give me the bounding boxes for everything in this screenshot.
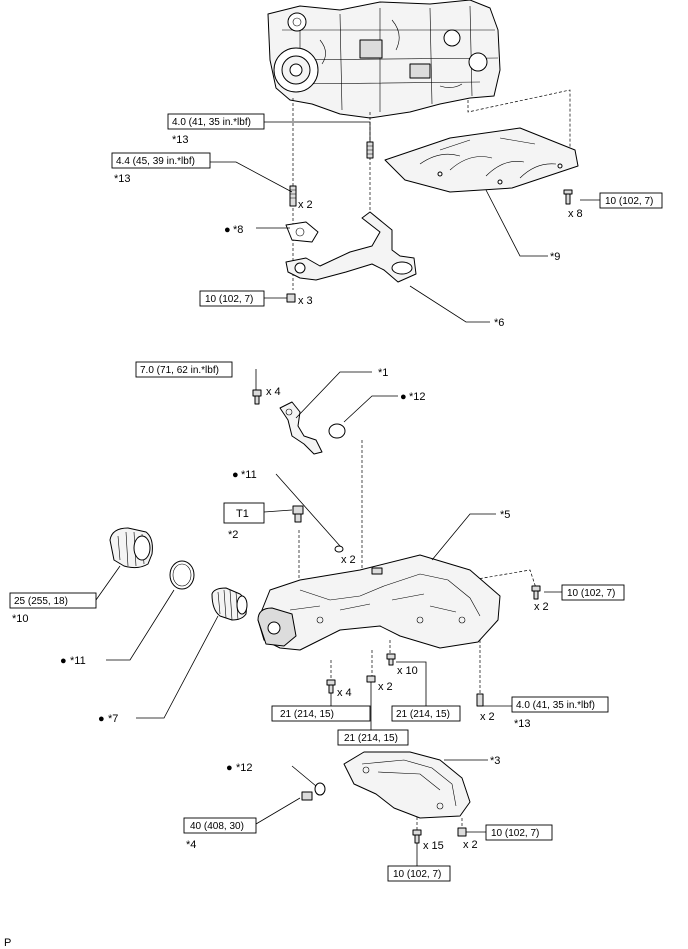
callout-8: *8: [233, 224, 243, 236]
torque-box-strainer-nut: 10 (102, 7): [199, 290, 265, 307]
torque-box-pan-bolt-a: 21 (214, 15): [271, 705, 371, 722]
callout-1: *1: [378, 367, 388, 379]
callout-11-upper: *11: [241, 469, 257, 481]
pan-bolt-x10: [386, 653, 396, 666]
callout-3: *3: [490, 755, 500, 767]
oil-strainer: [285, 211, 417, 283]
qty-baffle-bolt: x 8: [568, 208, 583, 220]
torque-value: 10 (102, 7): [567, 588, 615, 599]
bullet-12-upper: ●: [400, 391, 407, 403]
callout-6: *6: [494, 317, 504, 329]
stud-upper: [366, 141, 374, 159]
torque-box-stud-left: 4.4 (45, 39 in.*lbf): [111, 152, 211, 169]
torque-value: 10 (102, 7): [393, 869, 441, 880]
qty-sensor-bolt: x 4: [266, 386, 281, 398]
torque-value: 10 (102, 7): [491, 828, 539, 839]
bullet-11-upper: ●: [232, 469, 239, 481]
qty-strainer-nut: x 3: [298, 295, 313, 307]
stud-left: [289, 185, 297, 207]
callout-4: *4: [186, 839, 196, 851]
qty-o-ring: x 2: [341, 554, 356, 566]
o-ring-upper: [328, 423, 346, 439]
callout-13-left: *13: [114, 173, 131, 185]
tool-label: T1: [236, 508, 249, 520]
oil-filter-element: [211, 587, 248, 621]
torque-box-pan-bolt-c: 21 (214, 15): [337, 729, 409, 746]
oil-filter-cap: [109, 527, 153, 569]
callout-10: *10: [12, 613, 29, 625]
footer-code: P: [4, 937, 11, 949]
torque-box-sensor: 7.0 (71, 62 in.*lbf): [135, 361, 233, 378]
qty-pan2-right: x 2: [463, 839, 478, 851]
torque-value: 21 (214, 15): [396, 709, 450, 720]
drain-plug-gasket: [314, 782, 326, 796]
baffle-bolt: [563, 189, 573, 205]
o-ring-small: [334, 545, 344, 553]
oil-pan-upper: [257, 554, 501, 651]
pan2-bolt-bottom: [412, 829, 422, 844]
qty-pan-side: x 2: [534, 601, 549, 613]
strainer-gasket: [285, 221, 319, 243]
torque-box-pan2-bottom: 10 (102, 7): [387, 865, 451, 882]
torque-box-pan-stud-right: 4.0 (41, 35 in.*lbf): [511, 696, 609, 713]
qty-pan-bolt-a: x 4: [337, 687, 352, 699]
callout-12-upper: *12: [409, 391, 426, 403]
torque-value: 4.0 (41, 35 in.*lbf): [172, 117, 251, 128]
torque-value: 40 (408, 30): [190, 821, 244, 832]
pan-bolt-x2-center: [366, 675, 376, 683]
torque-value: 7.0 (71, 62 in.*lbf): [140, 365, 219, 376]
callout-12-lower: *12: [236, 762, 253, 774]
torque-value: 10 (102, 7): [605, 196, 653, 207]
torque-value: 25 (255, 18): [14, 596, 68, 607]
torque-box-baffle-bolt: 10 (102, 7): [599, 192, 663, 209]
qty-pan-bolt-c: x 2: [378, 681, 393, 693]
sensor-bolt: [252, 389, 262, 405]
plug: [292, 505, 304, 523]
qty-pan2-bottom: x 15: [423, 840, 444, 852]
callout-9: *9: [550, 251, 560, 263]
drain-plug: [301, 791, 313, 801]
qty-pan-bolt-b: x 10: [397, 665, 418, 677]
bullet-11-lower: ●: [60, 655, 67, 667]
pan-bolt-x4: [326, 679, 336, 694]
oil-level-sensor: [279, 401, 323, 455]
leader-lines: [95, 121, 600, 866]
callout-13-upper: *13: [172, 134, 189, 146]
callout-2: *2: [228, 529, 238, 541]
oil-baffle-plate: [384, 127, 579, 193]
callout-labels: *13 *13 ● *8 *9 *6 *1 ● *12 ● *11 *2 *5 …: [4, 134, 560, 949]
pan-side-bolt: [531, 585, 541, 600]
torque-box-pan-side: 10 (102, 7): [561, 584, 625, 601]
torque-box-stud-upper: 4.0 (41, 35 in.*lbf): [167, 113, 265, 130]
bullet-12-lower: ●: [226, 762, 233, 774]
qty-pan-stud: x 2: [480, 711, 495, 723]
torque-value: 21 (214, 15): [280, 709, 334, 720]
callout-5: *5: [500, 509, 510, 521]
tool-box-t1: T1: [223, 502, 265, 524]
callout-11-lower: *11: [70, 655, 86, 667]
bullet-8: ●: [224, 224, 231, 236]
torque-value: 10 (102, 7): [205, 294, 253, 305]
strainer-nut: [286, 293, 296, 303]
pan2-bolt-right: [457, 827, 467, 837]
torque-box-pan-bolt-b: 21 (214, 15): [391, 705, 461, 722]
torque-value: 4.0 (41, 35 in.*lbf): [516, 700, 595, 711]
engine-block-illustration: [267, 0, 501, 119]
quantity-labels: x 2 x 8 x 3 x 4 x 2 x 2 x 4 x 10 x 2 x 2…: [266, 199, 583, 852]
callout-13-right: *13: [514, 718, 531, 730]
qty-stud-left: x 2: [298, 199, 313, 211]
oil-pan-lower: [343, 751, 471, 819]
torque-box-filter-cap: 25 (255, 18): [9, 592, 97, 609]
torque-value: 4.4 (45, 39 in.*lbf): [116, 156, 195, 167]
torque-box-drain-plug: 40 (408, 30): [183, 817, 257, 834]
filter-o-ring: [169, 560, 195, 590]
torque-value: 21 (214, 15): [344, 733, 398, 744]
torque-box-pan2-right: 10 (102, 7): [485, 824, 553, 841]
pan-stud: [476, 693, 484, 707]
bullet-7: ●: [98, 713, 105, 725]
callout-7: *7: [108, 713, 118, 725]
